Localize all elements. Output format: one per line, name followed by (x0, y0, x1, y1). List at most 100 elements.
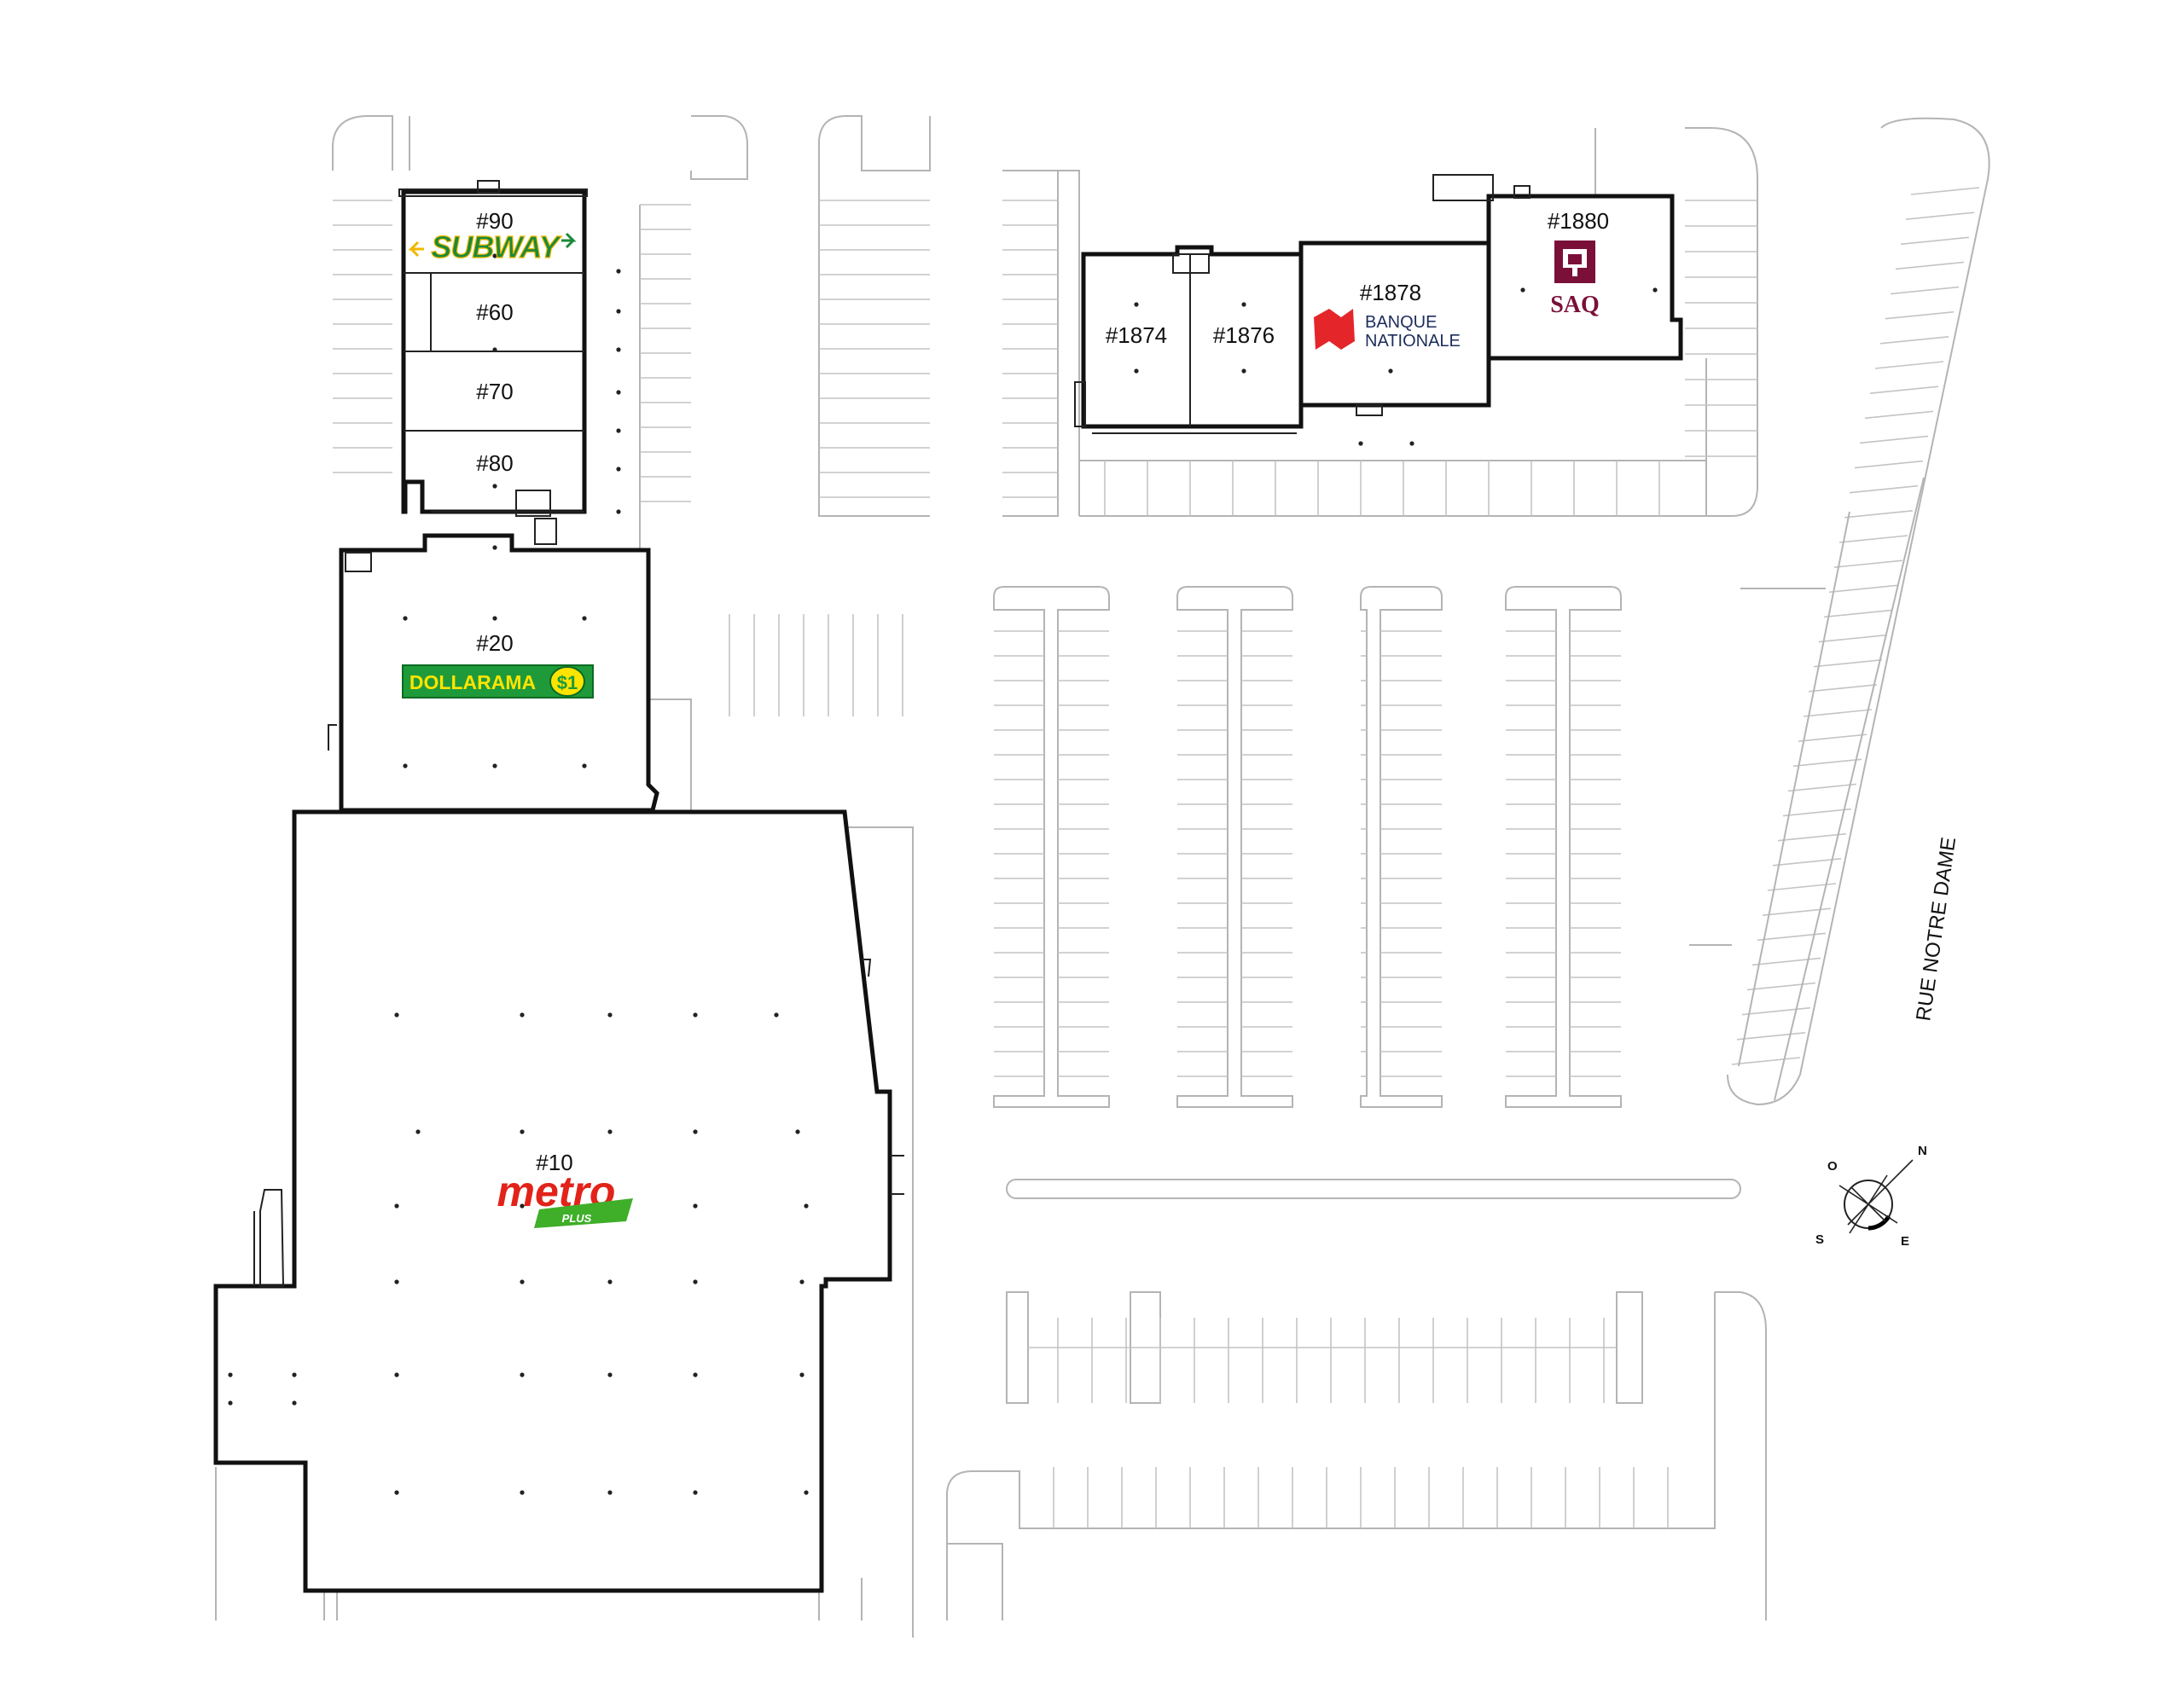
unit-label-1876[interactable]: #1876 (1213, 322, 1275, 348)
column-dot (1134, 368, 1139, 374)
column-dot (693, 1372, 698, 1377)
parking-stalls-north-east-west (1002, 200, 1058, 498)
compass-south: S (1815, 1232, 1824, 1247)
column-dot (1409, 441, 1414, 446)
parking-stall-line (1890, 286, 1960, 295)
unit-label-60[interactable]: #60 (476, 299, 513, 325)
column-dot (693, 1012, 698, 1017)
parking-island (993, 586, 1110, 1108)
column-dot (394, 1490, 399, 1495)
subway-logo: SUBWAY (408, 229, 577, 265)
column-dot (616, 269, 621, 274)
building-strip-1874-1876 (1081, 245, 1304, 429)
parking-island (1505, 586, 1622, 1108)
parking-stall-line (1792, 758, 1862, 768)
column-dot (394, 1012, 399, 1017)
column-dot (616, 309, 621, 314)
parking-stall-line (1844, 510, 1914, 519)
unit-label-10[interactable]: #10 (536, 1150, 572, 1175)
parking-stalls-north-centre (729, 200, 930, 716)
column-dot (394, 1279, 399, 1284)
unit-label-70[interactable]: #70 (476, 379, 513, 404)
buildings (213, 174, 1683, 1593)
saq-logo: SAQ (1550, 241, 1600, 318)
column-dot (492, 545, 497, 550)
column-dot (292, 1372, 297, 1377)
unit-label-90[interactable]: #90 (476, 208, 513, 234)
column-dot (228, 1400, 233, 1406)
compass-north: N (1918, 1144, 1927, 1158)
column-dot (520, 1279, 525, 1284)
column-dot (492, 253, 497, 258)
column-dot (607, 1490, 613, 1495)
column-dot (582, 616, 587, 621)
column-dot (492, 763, 497, 768)
unit-label-1874[interactable]: #1874 (1106, 322, 1167, 348)
parking-stalls-strip-east (640, 204, 691, 502)
column-dot (520, 1012, 525, 1017)
column-dot (520, 1372, 525, 1377)
column-dot (616, 347, 621, 352)
unit-label-1878[interactable]: #1878 (1360, 280, 1421, 305)
svg-text:NATIONALE: NATIONALE (1365, 332, 1461, 351)
unit-label-1880[interactable]: #1880 (1548, 208, 1609, 234)
column-dot (415, 1129, 421, 1134)
svg-text:DOLLARAMA: DOLLARAMA (410, 671, 536, 693)
parking-island (1176, 586, 1293, 1108)
column-dot (607, 1279, 613, 1284)
parking-stall-line (1854, 460, 1924, 469)
column-dot (292, 1400, 297, 1406)
parking-stall-line (1731, 1057, 1801, 1065)
parking-stall-line (1808, 684, 1878, 693)
parking-stall-line (1772, 858, 1842, 867)
building-metro (213, 809, 892, 1593)
column-dot (607, 1129, 613, 1134)
parking-stall-line (1782, 808, 1852, 817)
parking-stall-line (1849, 484, 1919, 494)
compass-west: O (1827, 1159, 1838, 1174)
column-dot (228, 1372, 233, 1377)
parking-stall-line (1818, 634, 1888, 643)
parking-stalls-diagonal (1731, 187, 1980, 1065)
column-dot (693, 1490, 698, 1495)
svg-text:$1: $1 (557, 672, 578, 693)
compass-east: E (1901, 1234, 1909, 1249)
svg-text:PLUS: PLUS (562, 1212, 592, 1225)
parking-stall-line (1879, 336, 1949, 345)
metro-plus-logo: metro PLUS (497, 1168, 633, 1228)
column-dot (804, 1490, 809, 1495)
parking-stall-line (1869, 386, 1939, 394)
parking-stalls-west (333, 200, 392, 473)
parking-stall-line (1828, 584, 1898, 594)
parking-stalls-east-saq (1685, 200, 1757, 457)
parking-stall-line (1874, 361, 1944, 369)
parking-stall-line (1823, 609, 1893, 618)
column-dot (1241, 368, 1246, 374)
street-label-rue-notre-dame: RUE NOTRE DAME (1912, 836, 1960, 1023)
column-dot (1241, 302, 1246, 307)
unit-label-20[interactable]: #20 (476, 630, 513, 656)
column-dot (1358, 441, 1363, 446)
column-dot (693, 1203, 698, 1209)
parking-stall-line (1787, 783, 1857, 792)
parking-stalls-middle-field (993, 586, 1622, 1108)
column-dot (582, 763, 587, 768)
column-dot (394, 1372, 399, 1377)
column-dot (403, 763, 408, 768)
parking-stall-line (1757, 932, 1827, 942)
parking-layout (215, 115, 1990, 1638)
column-dot (693, 1279, 698, 1284)
parking-stall-line (1767, 883, 1837, 891)
column-dot (693, 1129, 698, 1134)
column-dot (492, 616, 497, 621)
column-dot (616, 390, 621, 395)
column-dot (492, 347, 497, 352)
svg-text:BANQUE: BANQUE (1365, 313, 1437, 332)
unit-label-80[interactable]: #80 (476, 450, 513, 476)
column-dot (607, 1012, 613, 1017)
parking-stalls-front-strip (1104, 461, 1660, 516)
column-dot (520, 1129, 525, 1134)
structural-column-dots (228, 253, 1658, 1495)
dollarama-logo: DOLLARAMA $1 (402, 664, 594, 699)
